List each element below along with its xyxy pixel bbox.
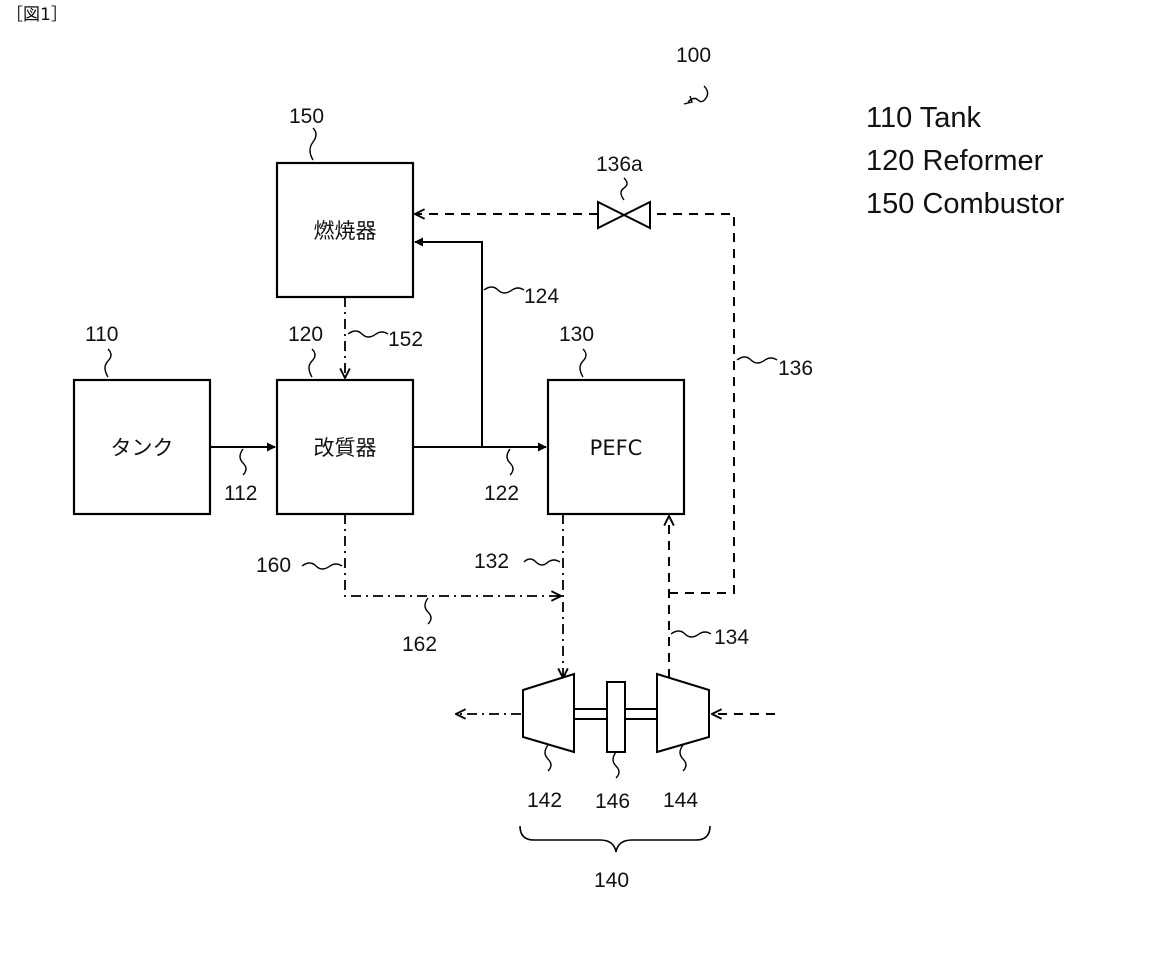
legend: 110 Tank 120 Reformer 150 Combustor (866, 102, 1065, 220)
label-134: 134 (714, 626, 749, 649)
reformer-text: 改質器 (314, 436, 377, 460)
expander-142-icon (523, 674, 574, 752)
tank-text: タンク (111, 436, 174, 460)
leader-134 (671, 631, 711, 637)
reformer-block: 改質器 (277, 380, 413, 514)
label-122: 122 (484, 482, 519, 505)
pefc-ref-leader (580, 349, 586, 377)
reformer-ref-leader (309, 349, 315, 377)
system-ref-arrowhead (684, 96, 692, 104)
combustor-text: 燃焼器 (314, 219, 377, 243)
pefc-text: PEFC (590, 436, 643, 460)
label-144: 144 (663, 789, 698, 812)
leader-136 (737, 357, 777, 363)
offgas-line-160 (345, 514, 561, 596)
branch-line-124 (415, 242, 482, 447)
compressor-144-icon (657, 674, 709, 752)
system-ref-label: 100 (676, 44, 711, 67)
reformer-ref: 120 (288, 323, 323, 346)
combustor-block: 燃焼器 (277, 163, 413, 297)
tank-ref: 110 (85, 323, 118, 346)
leader-136a (621, 178, 627, 200)
label-124: 124 (524, 285, 559, 308)
leader-160 (302, 563, 342, 569)
label-112: 112 (224, 482, 257, 505)
label-142: 142 (527, 789, 562, 812)
valve-136a-icon (598, 202, 650, 228)
leader-142 (545, 745, 551, 771)
label-136a: 136a (596, 153, 643, 176)
leader-124 (484, 287, 524, 293)
label-162: 162 (402, 633, 437, 656)
leader-132 (524, 559, 560, 565)
combustor-ref-leader (310, 128, 316, 160)
figure-label: ［図1］ (6, 5, 68, 25)
label-140: 140 (594, 869, 629, 892)
label-152: 152 (388, 328, 423, 351)
label-146: 146 (595, 790, 630, 813)
motor-146-icon (607, 682, 625, 752)
legend-item: 150 Combustor (866, 188, 1065, 220)
turbocharger-assembly (523, 674, 709, 752)
leader-144 (680, 745, 686, 771)
legend-item: 120 Reformer (866, 145, 1044, 177)
leader-112 (240, 449, 246, 475)
label-136: 136 (778, 357, 813, 380)
leader-122 (507, 449, 513, 475)
tank-block: タンク (74, 380, 210, 514)
pefc-block: PEFC (548, 380, 684, 514)
group-brace-140 (520, 826, 710, 852)
leader-152 (348, 331, 388, 337)
leader-146 (613, 752, 619, 778)
pefc-ref: 130 (559, 323, 594, 346)
combustor-ref: 150 (289, 105, 324, 128)
label-160: 160 (256, 554, 291, 577)
leader-162 (425, 598, 431, 624)
label-132: 132 (474, 550, 509, 573)
legend-item: 110 Tank (866, 102, 982, 134)
tank-ref-leader (105, 349, 111, 377)
